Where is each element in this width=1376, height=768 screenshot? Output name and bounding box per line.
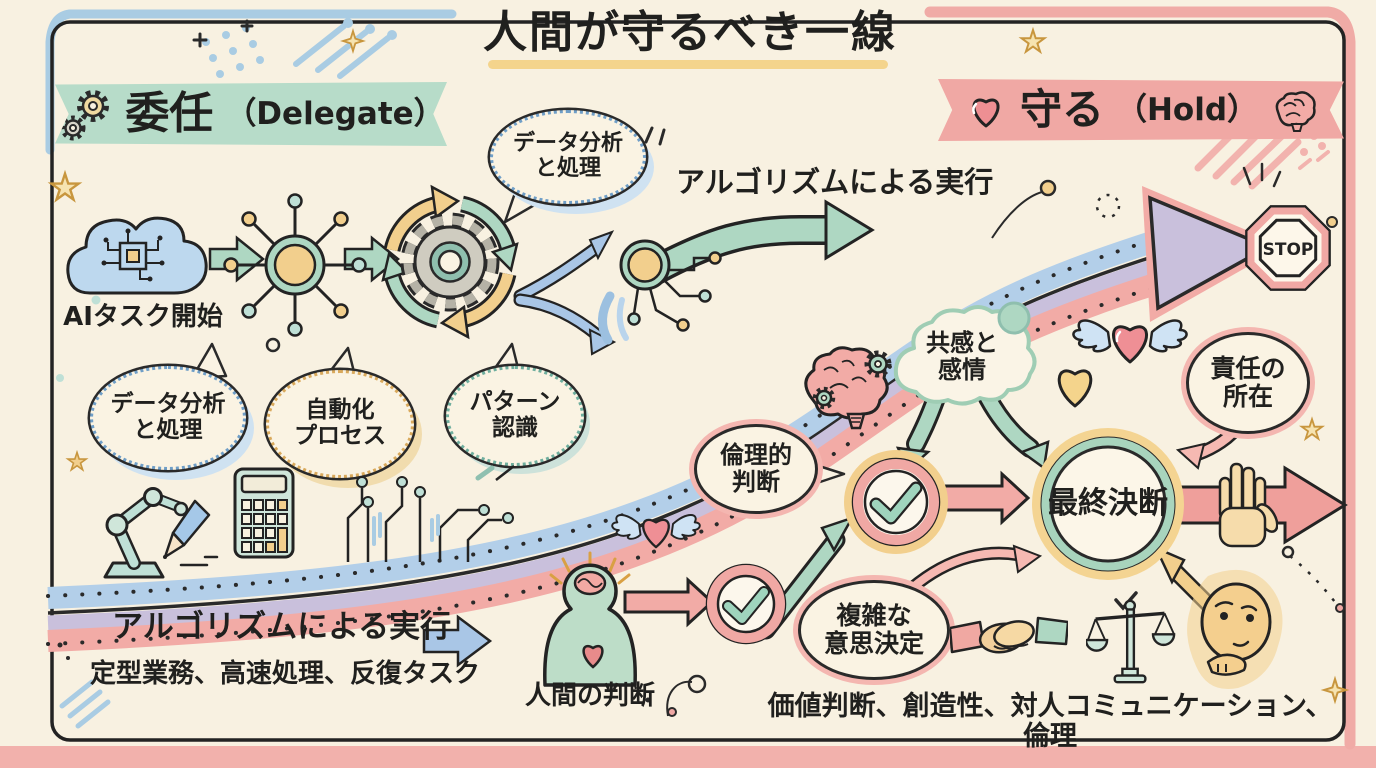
bubble-automation: 自動化 プロセス bbox=[266, 370, 414, 478]
circuit-traces-icon bbox=[346, 465, 515, 562]
winged-heart-icon bbox=[1072, 319, 1188, 364]
calculator-icon bbox=[233, 467, 295, 559]
hold-banner-subtitle: （Hold） bbox=[1115, 91, 1259, 128]
bubble-line: データ分析 bbox=[512, 131, 623, 157]
network-hub-icon bbox=[223, 193, 367, 337]
bubble-responsibility: 責任の 所在 bbox=[1186, 332, 1310, 434]
human-judgment-label: 人間の判断 bbox=[524, 681, 655, 711]
confetti-topleft bbox=[202, 18, 397, 79]
hold-footer-label: 価値判断、創造性、対人コミュニケーション、倫理 bbox=[767, 691, 1333, 753]
delegate-banner-title: 委任 bbox=[125, 88, 214, 140]
bubble-line: 認識 bbox=[492, 415, 538, 441]
hold-banner-title: 守る bbox=[1019, 85, 1104, 135]
bubble-line: 責任の bbox=[1210, 354, 1286, 383]
handshake-icon bbox=[950, 616, 1068, 654]
complex-tail bbox=[905, 544, 1043, 595]
brain-icon bbox=[1275, 91, 1316, 132]
arrow-blue-bottom bbox=[422, 614, 493, 668]
page-title: 人間が守るべき一線 bbox=[483, 7, 897, 58]
bubble-line: 意思決定 bbox=[823, 629, 924, 658]
bubble-data-analysis: データ分析 と処理 bbox=[90, 366, 246, 470]
bubble-line: 倫理的 bbox=[720, 441, 792, 470]
robot-arm-icon bbox=[103, 487, 219, 579]
stop-sign-label: STOP bbox=[1263, 240, 1314, 260]
arrow-check-to-final bbox=[938, 470, 1031, 526]
arrow-branch-lower bbox=[513, 293, 617, 356]
blue-brush-stroke bbox=[598, 291, 629, 345]
stop-sign: STOP bbox=[1245, 205, 1331, 291]
bubble-line: と処理 bbox=[534, 156, 601, 181]
empathy-label: 共感と 感情 bbox=[902, 330, 1022, 384]
bubble-ethical-judgment: 倫理的 判断 bbox=[694, 424, 818, 514]
arrow-empathy-to-final bbox=[978, 388, 1050, 471]
circuit-node-icon bbox=[619, 239, 722, 332]
arrow-human-to-check bbox=[623, 576, 715, 628]
routine-tasks-label: 定型業務、高速処理、反復タスク bbox=[90, 659, 481, 689]
ai-start-label: AIタスク開始 bbox=[63, 302, 223, 332]
heart-icon bbox=[972, 98, 1000, 128]
bubble-pattern-recognition: パターン 認識 bbox=[446, 366, 584, 466]
doodles bbox=[56, 179, 1345, 729]
bubble-line: 判断 bbox=[732, 468, 780, 496]
bubble-line: 感情 bbox=[938, 355, 986, 384]
human-figure-icon bbox=[543, 551, 637, 687]
brain-gears-icon bbox=[804, 346, 892, 430]
delegate-banner: 委任 （Delegate） bbox=[55, 82, 447, 146]
arrow-cloud-to-hub bbox=[208, 235, 265, 283]
check-circle-1 bbox=[705, 563, 787, 645]
bubble-line: と処理 bbox=[133, 417, 203, 443]
hold-banner: 守る （Hold） bbox=[938, 79, 1344, 141]
yellow-heart-icon bbox=[1057, 369, 1093, 408]
winged-heart-icon bbox=[611, 514, 701, 549]
bubble-line: 所在 bbox=[1222, 382, 1273, 411]
frame bbox=[0, 6, 1376, 768]
arrow-algorithm-execution bbox=[641, 199, 875, 285]
sparkle-marks bbox=[192, 19, 1282, 188]
bubble-line: 複雑な bbox=[836, 601, 912, 630]
sparkle-icon bbox=[340, 28, 366, 54]
final-decision-circle bbox=[1032, 428, 1184, 580]
bubble-line: 自動化 bbox=[305, 397, 375, 424]
empathy-cloud bbox=[893, 301, 1037, 406]
algorithm-exec-heading: アルゴリズムによる実行 bbox=[112, 609, 452, 645]
star-icon bbox=[47, 26, 1326, 472]
scales-icon bbox=[1086, 599, 1176, 684]
bubble-line: プロセス bbox=[294, 423, 386, 449]
bubble-line: 共感と bbox=[926, 329, 998, 357]
sparkle-icon bbox=[1320, 675, 1350, 705]
thinking-face-icon bbox=[1187, 569, 1283, 690]
gears-icon bbox=[60, 90, 110, 141]
bubble-complex-decision: 複雑な 意思決定 bbox=[798, 580, 950, 680]
gear-cycle-icon bbox=[381, 184, 519, 340]
check-circle-2 bbox=[844, 450, 948, 554]
bubble-data-analysis-top: データ分析 と処理 bbox=[490, 110, 646, 204]
final-decision-label: 最終決断 bbox=[1048, 486, 1168, 521]
bubble-line: データ分析 bbox=[110, 391, 226, 418]
arrow-branch-upper bbox=[513, 230, 615, 303]
algorithm-exec-label-top: アルゴリズムによる実行 bbox=[676, 165, 994, 199]
delegate-banner-subtitle: （Delegate） bbox=[225, 95, 445, 132]
stop-hand-icon bbox=[1218, 462, 1278, 548]
title-underline bbox=[488, 60, 888, 69]
bubble-line: パターン bbox=[469, 389, 561, 416]
ai-cloud-icon bbox=[66, 216, 208, 295]
